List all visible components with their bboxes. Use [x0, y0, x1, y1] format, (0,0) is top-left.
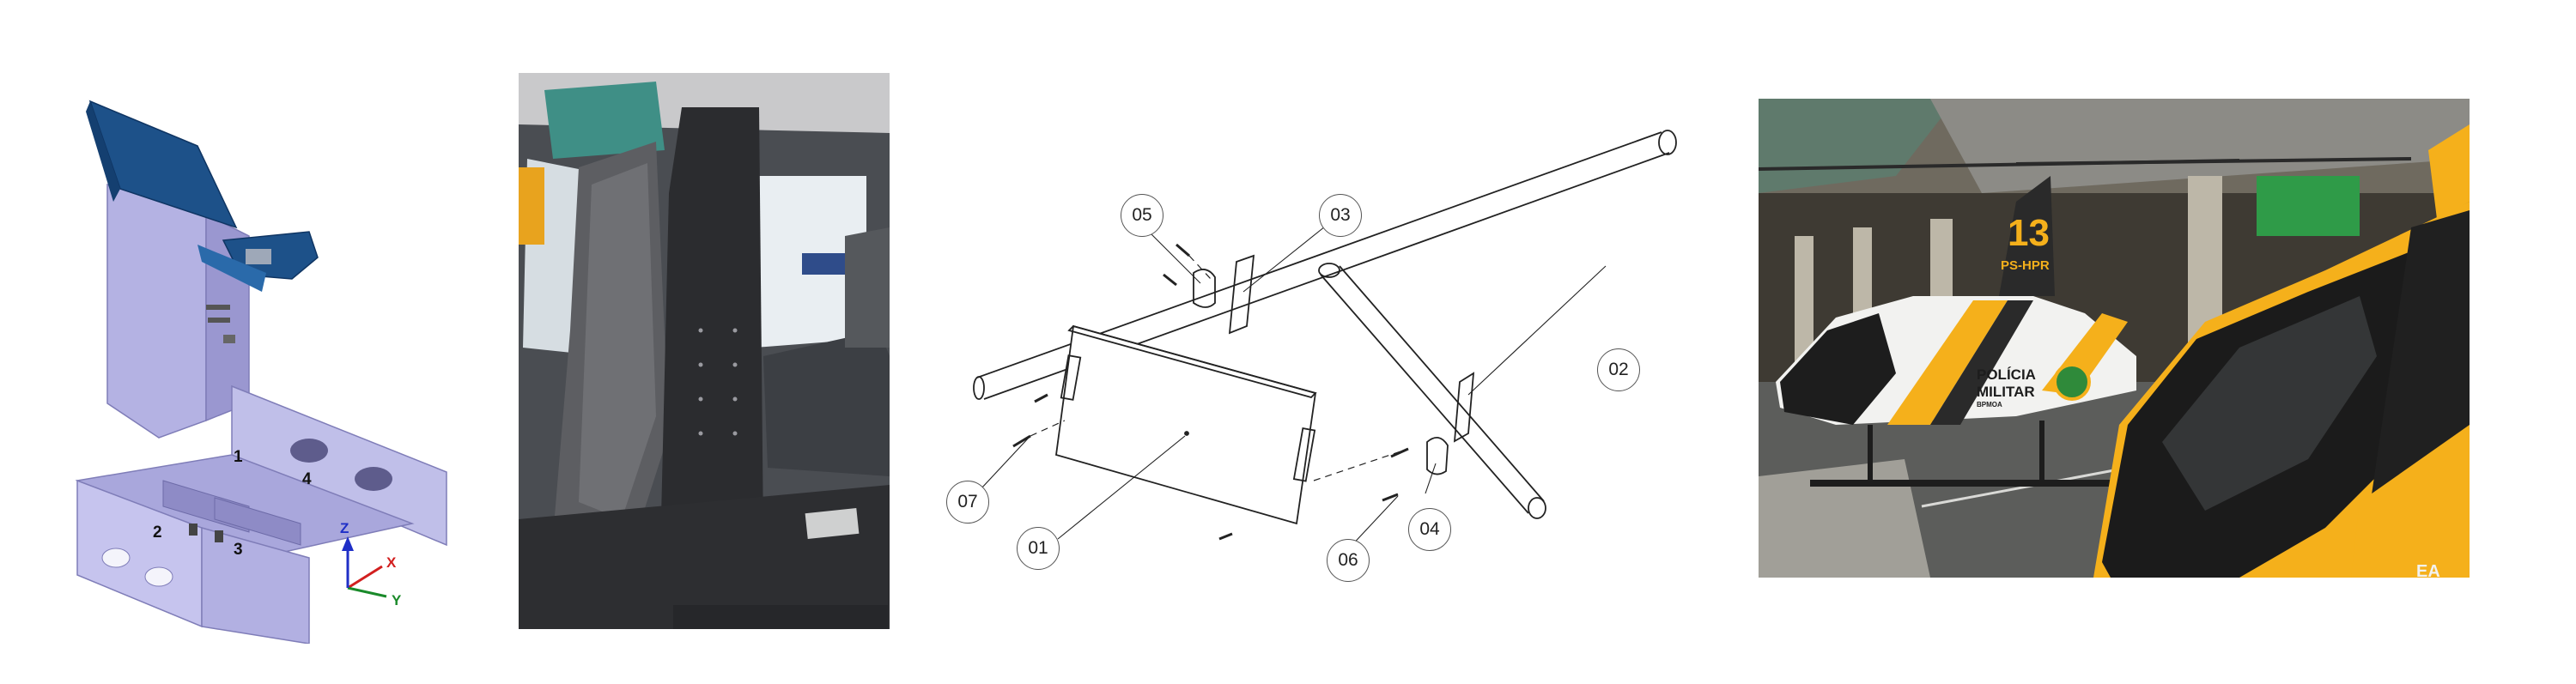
helicopter-illustration: [1759, 99, 2470, 578]
callout-07: 07: [946, 481, 989, 524]
police-helicopter-photo: 13 PS-HPR POLÍCIA MILITAR BPMOA EA: [1759, 99, 2470, 578]
axis-z-label: Z: [340, 520, 349, 536]
callout-05: 05: [1121, 194, 1163, 237]
door-text-bpmoa: BPMOA: [1977, 401, 2002, 409]
registration-mark: PS-HPR: [2001, 258, 2050, 273]
axis-y-label: Y: [392, 592, 402, 608]
cad-seat-frame-illustration: [75, 100, 447, 645]
axis-x-label: X: [386, 554, 397, 571]
door-text-militar: MILITAR: [1977, 384, 2035, 400]
tail-number: 13: [2008, 212, 2050, 254]
cad-model-panel: 1 2 3 4 X Y Z: [52, 77, 464, 645]
cabin-interior-photo: [519, 73, 890, 629]
cad-part-label-2: 2: [153, 524, 162, 542]
callout-01: 01: [1017, 527, 1060, 570]
nose-text: EA: [2416, 562, 2440, 578]
callout-06: 06: [1327, 539, 1370, 582]
door-text-policia: POLÍCIA: [1977, 366, 2036, 383]
callout-04: 04: [1408, 508, 1451, 551]
exploded-assembly-drawing: 05 03 02 04 06 07 01: [927, 112, 1700, 592]
callout-03: 03: [1319, 194, 1362, 237]
callout-02: 02: [1597, 348, 1640, 391]
cabin-photo-illustration: [519, 73, 890, 629]
cad-part-label-1: 1: [234, 448, 243, 466]
cad-part-label-3: 3: [234, 541, 243, 559]
assembly-linework: [973, 130, 1677, 550]
cad-part-label-4: 4: [302, 470, 312, 488]
